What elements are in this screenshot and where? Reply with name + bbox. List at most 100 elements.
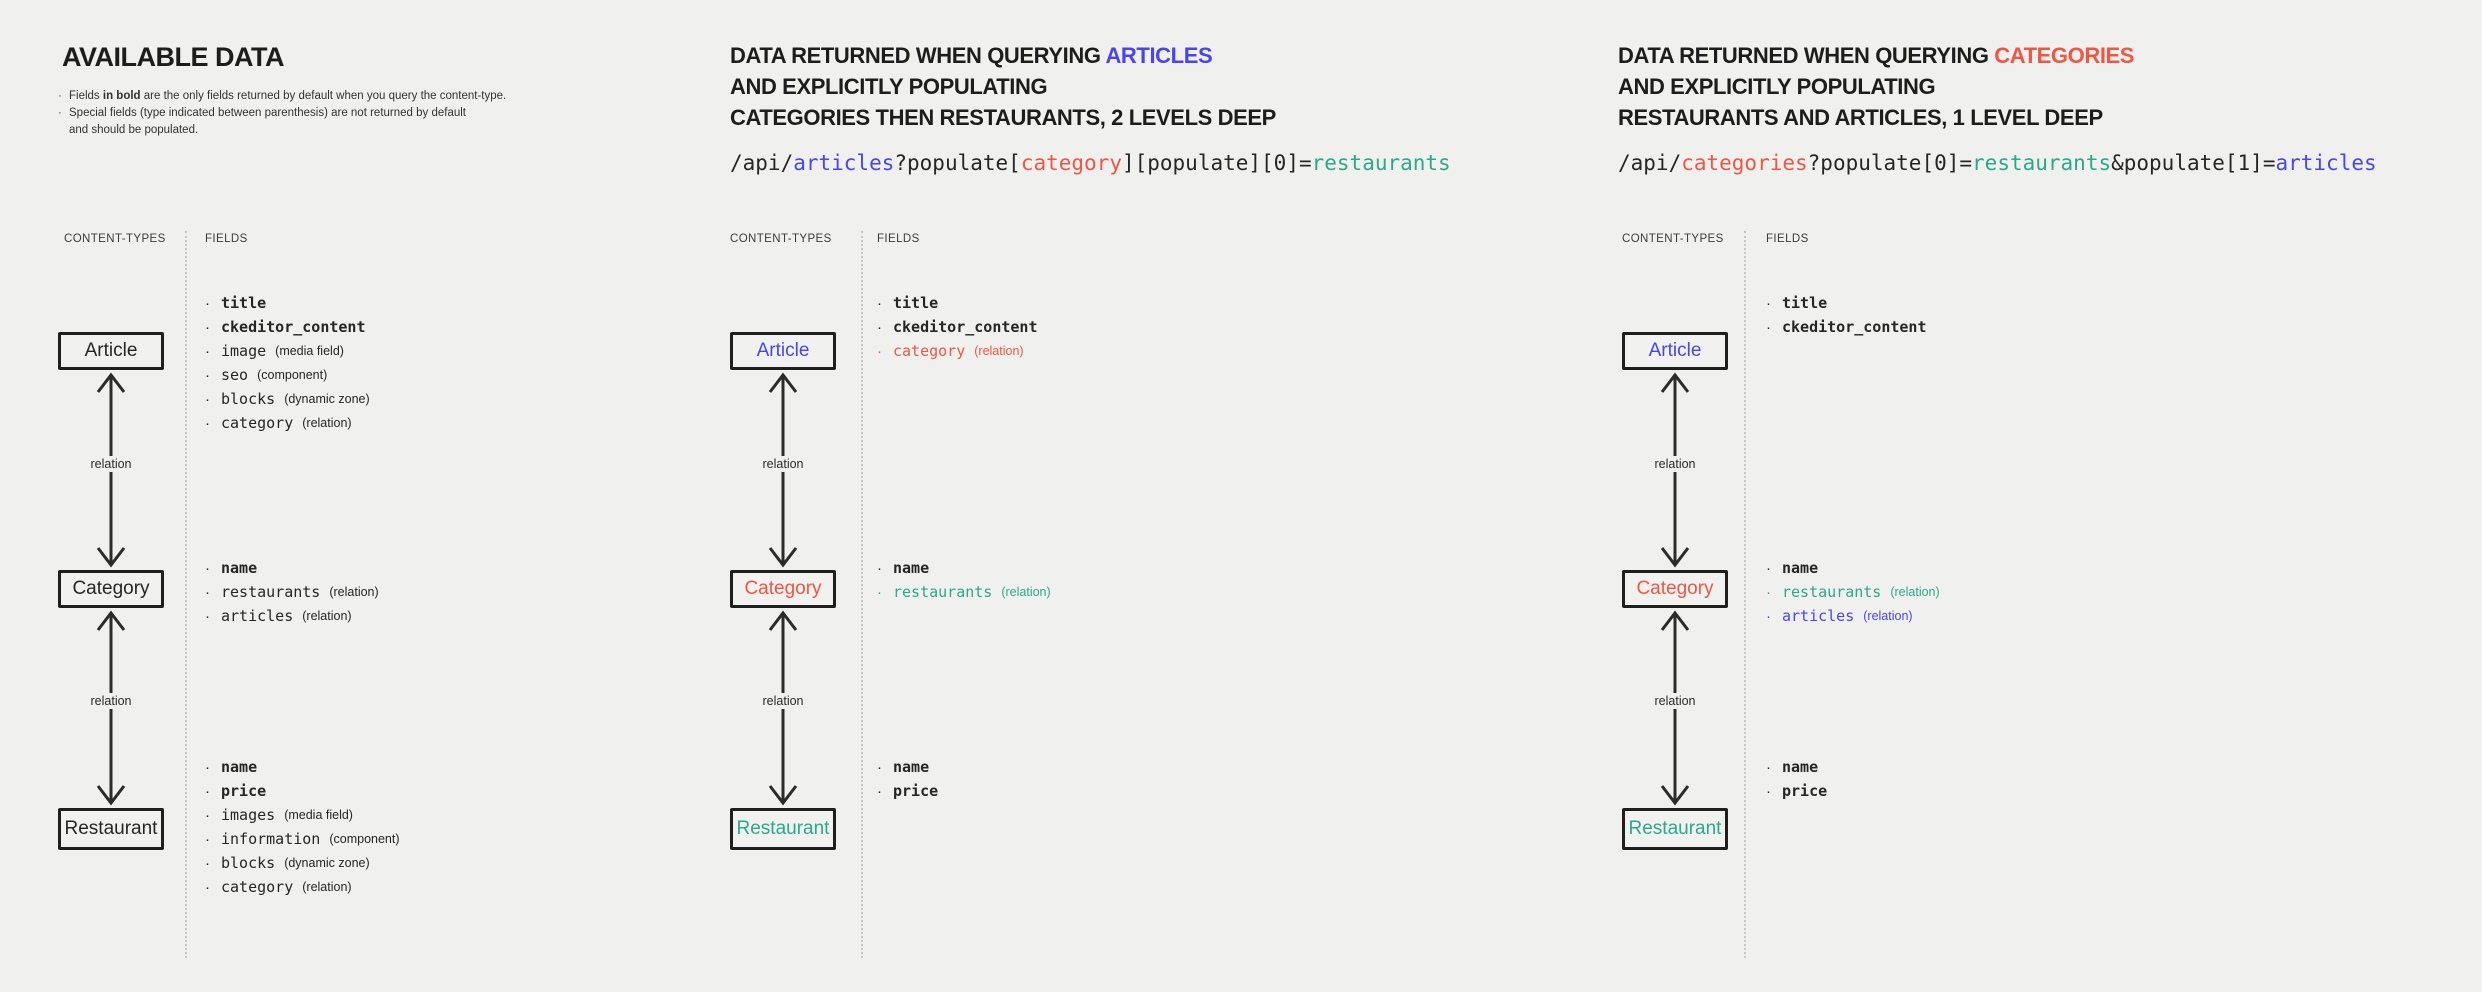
field-row: seo (component) <box>205 363 375 387</box>
field-name: category <box>893 342 966 360</box>
field-name: name <box>221 758 258 776</box>
field-row: restaurants (relation) <box>205 580 379 604</box>
title-line1-highlight: ARTICLES <box>1105 43 1213 68</box>
relation-label: relation <box>1649 693 1701 709</box>
field-type: (relation) <box>1863 609 1913 623</box>
relation-label: relation <box>757 693 809 709</box>
field-name: ckeditor_content <box>893 318 1038 336</box>
note-special-fields: Special fields (type indicated between p… <box>56 105 506 139</box>
note1-pre: Fields <box>69 90 103 102</box>
panel3-title: DATA RETURNED WHEN QUERYING CATEGORIES A… <box>1618 40 2134 133</box>
field-name: title <box>1782 294 1828 312</box>
panel3-restaurant-fields: name price <box>1766 755 1836 803</box>
panel1-content-types-label: CONTENT-TYPES <box>64 233 166 245</box>
field-row: name <box>877 755 947 779</box>
panel1-restaurant-fields: name price images(media field) informati… <box>205 755 400 899</box>
field-type: (dynamic zone) <box>284 392 370 406</box>
url-segment: /api/ <box>730 151 794 175</box>
note2-line2: and should be populated. <box>69 124 199 136</box>
field-name: blocks <box>221 854 276 872</box>
field-name: ckeditor_content <box>1782 318 1927 336</box>
panel1-category-label: Category <box>72 578 150 599</box>
field-row: articles(relation) <box>205 604 379 628</box>
field-row: price <box>877 779 947 803</box>
field-type: (relation) <box>1890 585 1940 599</box>
field-name: price <box>1782 782 1828 800</box>
field-row: name <box>205 755 400 779</box>
panel3-category-label: Category <box>1636 578 1714 599</box>
note2-line1: Special fields (type indicated between p… <box>69 107 466 119</box>
panel3-api-url: /api/categories?populate[0]=restaurants&… <box>1618 151 2377 175</box>
panel2-article-node: Article <box>730 332 836 370</box>
field-name: restaurants <box>893 583 993 601</box>
field-row: ckeditor_content <box>205 315 375 339</box>
panel1-notes: Fields in bold are the only fields retur… <box>56 88 506 139</box>
field-name: restaurants <box>1782 583 1882 601</box>
relation-label: relation <box>85 693 137 709</box>
panel2-title: DATA RETURNED WHEN QUERYING ARTICLES AND… <box>730 40 1276 133</box>
url-segment: categories <box>1681 151 1808 175</box>
field-row: title <box>877 291 1047 315</box>
panel2-title-line3: CATEGORIES THEN RESTAURANTS, 2 LEVELS DE… <box>730 105 1276 130</box>
panel2-title-line2: AND EXPLICITLY POPULATING <box>730 74 1048 99</box>
panel2-article-label: Article <box>756 340 810 361</box>
url-segment: /api/ <box>1618 151 1682 175</box>
field-row: blocks(dynamic zone) <box>205 851 400 875</box>
field-row: title <box>205 291 375 315</box>
field-row: category(relation) <box>205 875 400 899</box>
field-name: information <box>221 830 321 848</box>
title-line1-highlight: CATEGORIES <box>1994 43 2135 68</box>
field-type: (media field) <box>284 808 353 822</box>
field-row: restaurants(relation) <box>877 580 1051 604</box>
panel3-title-line3: RESTAURANTS AND ARTICLES, 1 LEVEL DEEP <box>1618 105 2103 130</box>
field-row: articles (relation) <box>1766 604 1940 628</box>
field-name: articles <box>221 607 294 625</box>
url-segment: restaurants <box>1311 151 1451 175</box>
panel2-article-fields: title ckeditor_content category (relation… <box>877 291 1047 363</box>
field-name: name <box>1782 758 1819 776</box>
field-type: (relation) <box>329 585 379 599</box>
panel2-category-fields: name restaurants(relation) <box>877 556 1051 604</box>
field-row: title <box>1766 291 1936 315</box>
field-name: seo <box>221 366 249 384</box>
url-segment: articles <box>793 151 895 175</box>
field-name: articles <box>1782 607 1855 625</box>
panel1-category-fields: name restaurants (relation) articles(rela… <box>205 556 379 628</box>
field-row: price <box>1766 779 1836 803</box>
panel1-fields-label: FIELDS <box>205 233 248 245</box>
field-name: blocks <box>221 390 276 408</box>
panel3-title-line2: AND EXPLICITLY POPULATING <box>1618 74 1936 99</box>
panel3-fields-label: FIELDS <box>1766 233 1809 245</box>
panel1-title: AVAILABLE DATA <box>62 42 284 72</box>
panel3-article-label: Article <box>1648 340 1702 361</box>
panel1-article-node: Article <box>58 332 164 370</box>
field-name: name <box>1782 559 1819 577</box>
panel1-column-divider <box>185 231 187 958</box>
field-row: blocks (dynamic zone) <box>205 387 375 411</box>
url-segment: restaurants <box>1972 151 2112 175</box>
field-name: price <box>221 782 267 800</box>
url-segment: category <box>1020 151 1122 175</box>
url-segment: articles <box>2275 151 2377 175</box>
field-name: image <box>221 342 267 360</box>
field-type: (component) <box>329 832 400 846</box>
field-row: category (relation) <box>877 339 1047 363</box>
panel3-title-line1: DATA RETURNED WHEN QUERYING CATEGORIES <box>1618 40 2134 71</box>
panel2-category-label: Category <box>744 578 822 599</box>
relation-label: relation <box>1649 456 1701 472</box>
panel3-category-node: Category <box>1622 570 1728 608</box>
field-name: ckeditor_content <box>221 318 366 336</box>
field-row: images(media field) <box>205 803 400 827</box>
field-name: restaurants <box>221 583 321 601</box>
panel3-restaurant-node: Restaurant <box>1622 808 1728 850</box>
field-name: category <box>221 414 294 432</box>
field-name: category <box>221 878 294 896</box>
panel2-restaurant-label: Restaurant <box>736 818 830 839</box>
panel2-content-types-label: CONTENT-TYPES <box>730 233 832 245</box>
field-name: name <box>221 559 258 577</box>
panel3-content-types-label: CONTENT-TYPES <box>1622 233 1724 245</box>
panel2-title-line1: DATA RETURNED WHEN QUERYING ARTICLES <box>730 40 1276 71</box>
field-type: (relation) <box>974 344 1024 358</box>
field-type: (component) <box>257 368 328 382</box>
